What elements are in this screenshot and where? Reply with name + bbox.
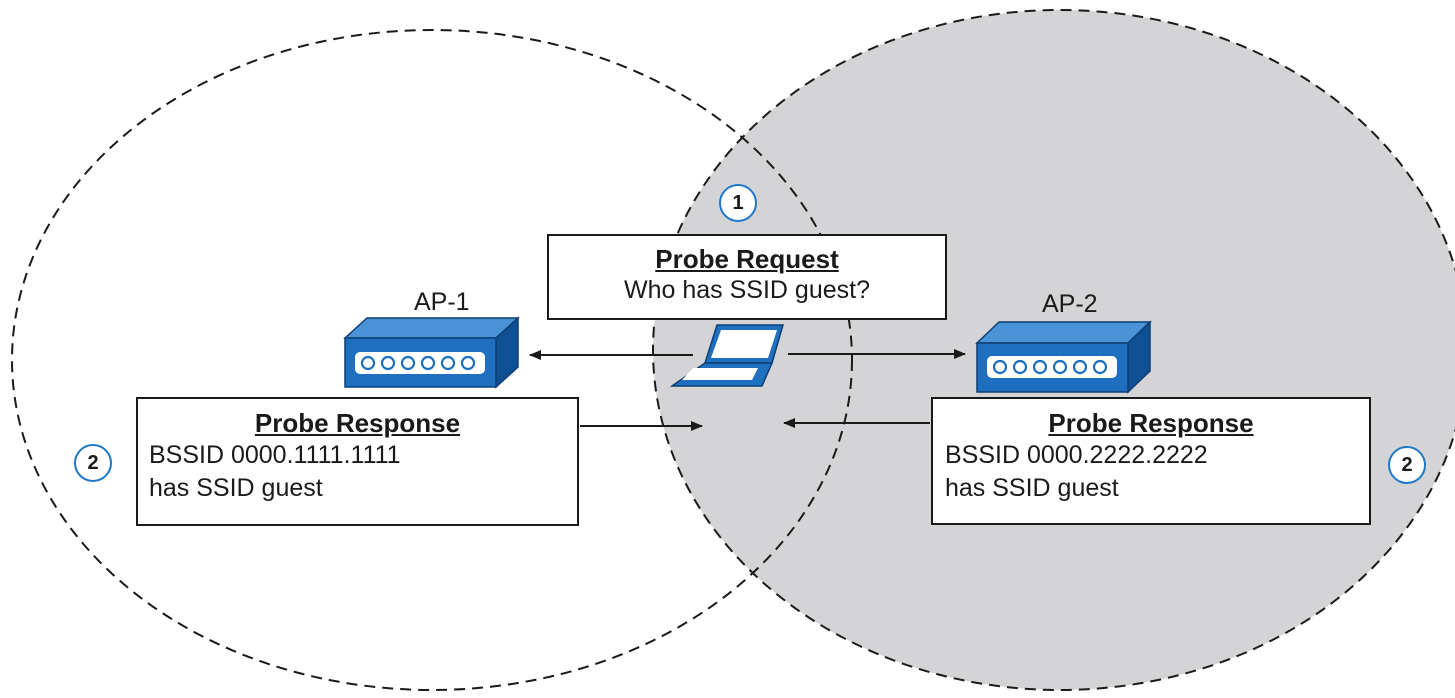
ap2-response-ssid: has SSID guest	[945, 474, 1119, 502]
probe-request-box: Probe Request Who has SSID guest?	[547, 234, 947, 320]
ap2-label: AP-2	[1042, 290, 1098, 318]
ap1-response-title: Probe Response	[254, 408, 461, 438]
ap2-access-point-icon	[975, 320, 1152, 394]
step-2-marker-ap2: 2	[1388, 446, 1426, 484]
ap1-label: AP-1	[414, 288, 470, 316]
ap1-probe-response-box: Probe Response BSSID 0000.1111.1111 has …	[136, 397, 579, 526]
ap2-coverage-boundary	[652, 9, 1455, 691]
step-1-marker: 1	[719, 184, 757, 222]
probe-request-text: Who has SSID guest?	[624, 276, 870, 304]
laptop-icon	[669, 324, 784, 387]
ap1-coverage-boundary	[11, 29, 853, 691]
ap1-access-point-icon	[343, 316, 520, 389]
step-2-marker-ap1: 2	[74, 444, 112, 482]
ap2-response-bssid: BSSID 0000.2222.2222	[945, 441, 1208, 469]
ap2-probe-response-box: Probe Response BSSID 0000.2222.2222 has …	[931, 397, 1371, 525]
probe-request-title: Probe Request	[655, 244, 839, 274]
ap1-response-bssid: BSSID 0000.1111.1111	[149, 441, 401, 469]
ap1-response-ssid: has SSID guest	[149, 474, 323, 502]
ap2-response-title: Probe Response	[1048, 408, 1254, 438]
